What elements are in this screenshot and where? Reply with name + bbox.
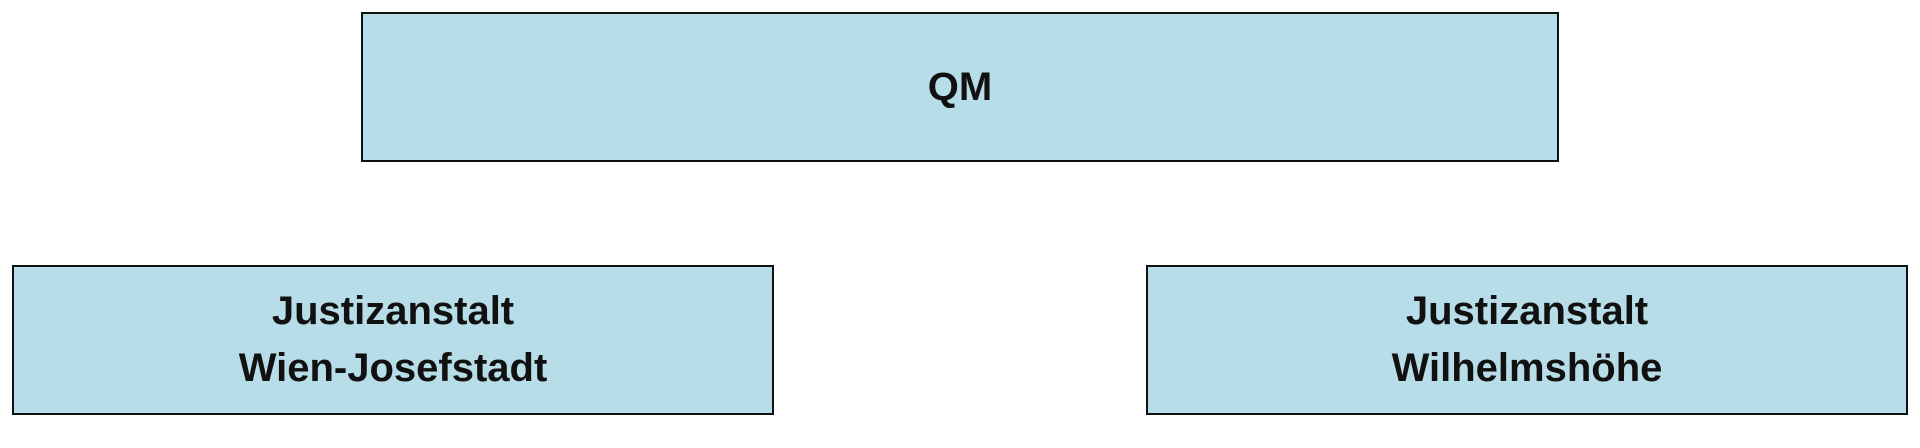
node-label-line2: Wilhelmshöhe: [1391, 346, 1663, 390]
qm-node: QM: [361, 12, 1559, 162]
node-label-line1: Justizanstalt: [1405, 289, 1649, 333]
qm-node-label: QM: [927, 64, 993, 109]
node-label: Justizanstalt Wien-Josefstadt: [239, 283, 548, 397]
node-label-line1: Justizanstalt: [271, 289, 515, 333]
justizanstalt-wien-josefstadt-node: Justizanstalt Wien-Josefstadt: [12, 265, 774, 415]
justizanstalt-wilhelmshoehe-node: Justizanstalt Wilhelmshöhe: [1146, 265, 1908, 415]
node-label-line2: Wien-Josefstadt: [238, 346, 548, 390]
node-label: Justizanstalt Wilhelmshöhe: [1392, 283, 1663, 397]
